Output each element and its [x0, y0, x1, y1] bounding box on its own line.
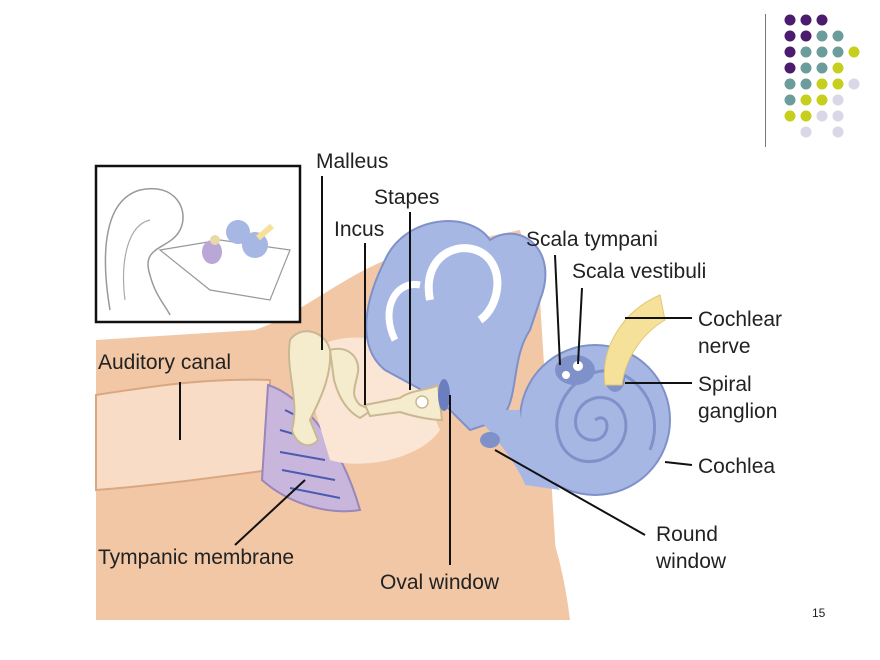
stapes-footplate-hole — [415, 395, 429, 409]
decor-dot — [832, 126, 844, 138]
decor-dot — [800, 78, 812, 90]
canal-loop-upper — [424, 244, 502, 324]
label-tympanic-membrane: Tympanic membrane — [98, 546, 294, 569]
decor-dot — [816, 14, 828, 26]
decor-dot — [832, 78, 844, 90]
decor-dot — [800, 110, 812, 122]
decor-dot — [784, 78, 796, 90]
decor-dot — [816, 78, 828, 90]
label-cochlear-nerve-line1: Cochlear — [698, 308, 782, 331]
label-oval-window: Oval window — [380, 571, 500, 594]
oval-window — [438, 379, 450, 411]
round-window — [480, 432, 500, 448]
decor-dot — [784, 46, 796, 58]
decor-dot — [800, 62, 812, 74]
decor-dot — [784, 14, 796, 26]
label-auditory-canal: Auditory canal — [98, 351, 231, 374]
decor-dot — [832, 94, 844, 106]
auditory-canal — [95, 378, 271, 492]
canal-loop-rear — [385, 281, 421, 342]
scala-tympani-hole — [562, 371, 570, 379]
label-scala-tympani: Scala tympani — [526, 228, 658, 251]
decor-dot — [800, 14, 812, 26]
decor-dot — [784, 94, 796, 106]
divider-line — [765, 14, 766, 147]
decor-dot — [832, 46, 844, 58]
ear-overview-thumbnail — [104, 187, 291, 316]
label-stapes: Stapes — [374, 186, 439, 209]
decor-dot — [784, 30, 796, 42]
decor-dot — [832, 30, 844, 42]
decor-dot — [800, 94, 812, 106]
label-scala-vestibuli: Scala vestibuli — [572, 260, 706, 283]
decor-dot — [816, 110, 828, 122]
dot-grid-icon — [784, 14, 860, 138]
leader-lines — [179, 176, 693, 565]
decor-dot — [800, 46, 812, 58]
label-malleus: Malleus — [316, 150, 388, 173]
decor-dot — [784, 62, 796, 74]
decor-dot — [800, 126, 812, 138]
decor-dot — [800, 30, 812, 42]
label-cochlea: Cochlea — [698, 455, 775, 478]
decor-dot — [816, 94, 828, 106]
scala-vestibuli-hole — [573, 361, 583, 371]
label-round-window-line2: window — [655, 550, 727, 573]
decor-dot — [816, 62, 828, 74]
decor-dot — [832, 62, 844, 74]
lower-tissue — [300, 461, 570, 620]
cochlea-base-to-vestibule — [470, 410, 560, 490]
decor-dot — [832, 110, 844, 122]
decor-dot — [784, 110, 796, 122]
decor-dot — [848, 46, 860, 58]
page-number: 15 — [812, 606, 826, 620]
label-round-window-line1: Round — [656, 523, 718, 546]
decor-dot — [848, 78, 860, 90]
label-cochlear-nerve-line2: nerve — [698, 335, 751, 358]
decor-dot — [816, 30, 828, 42]
semicircular-canals — [365, 220, 547, 432]
label-spiral-ganglion-line1: Spiral — [698, 373, 752, 396]
label-incus: Incus — [334, 218, 384, 241]
stapes-bone — [363, 383, 444, 422]
incus-bone — [328, 347, 375, 420]
decor-dot — [816, 46, 828, 58]
label-spiral-ganglion-line2: ganglion — [698, 400, 777, 423]
